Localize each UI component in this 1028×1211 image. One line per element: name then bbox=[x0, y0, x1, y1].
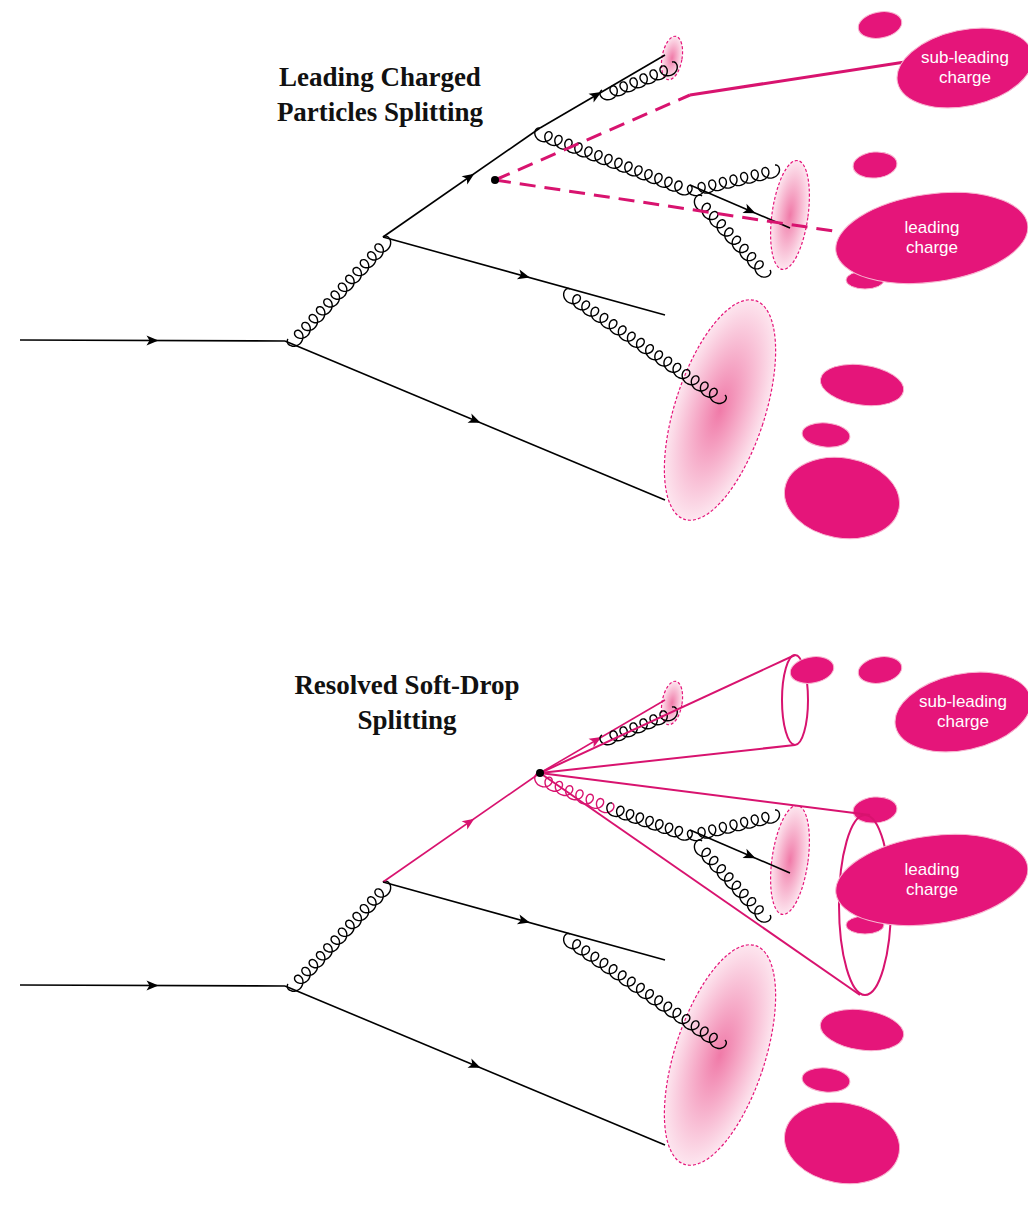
leading-particle-ray bbox=[495, 95, 690, 180]
hadronization-blob bbox=[765, 803, 816, 917]
hadron-ellipse bbox=[856, 653, 904, 686]
hadron-ellipse bbox=[818, 359, 907, 410]
quark-line bbox=[690, 830, 790, 873]
leading-particle-ray bbox=[495, 180, 840, 232]
hadron-label: sub-leading charge bbox=[917, 48, 1013, 87]
cone-edge bbox=[540, 655, 795, 773]
quark-arrow bbox=[743, 849, 758, 863]
gluon-line bbox=[607, 803, 692, 840]
hadronization-blob bbox=[642, 287, 799, 534]
gluon-line bbox=[694, 840, 770, 922]
hadron-ellipse bbox=[788, 653, 836, 686]
splitting-vertex bbox=[491, 176, 499, 184]
quark-arrow bbox=[146, 980, 158, 990]
quark-arrow bbox=[468, 1059, 483, 1073]
hadron-ellipse bbox=[830, 823, 1028, 937]
gluon-line bbox=[564, 934, 727, 1049]
subjet-cone bbox=[540, 655, 808, 773]
cone-edge bbox=[540, 773, 860, 995]
hadron-ellipse bbox=[890, 16, 1028, 119]
leading-charge-diagram bbox=[20, 8, 906, 547]
hadron-ellipse bbox=[856, 8, 904, 41]
hadron-ellipse bbox=[778, 449, 906, 548]
leading-particle-ray bbox=[690, 62, 905, 95]
diagram-heading: Resolved Soft-Drop Splitting bbox=[262, 668, 552, 738]
gluon-line bbox=[687, 810, 779, 841]
hadron-ellipse bbox=[888, 660, 1028, 763]
soft-drop-diagram bbox=[20, 653, 906, 1192]
hadron-ellipse bbox=[801, 1066, 851, 1094]
cone-edge bbox=[540, 745, 795, 773]
gluon-line bbox=[287, 236, 390, 346]
hadron-ellipse bbox=[778, 1094, 906, 1193]
quark-line bbox=[383, 773, 540, 882]
hadron-ellipse bbox=[852, 150, 898, 180]
gluon-line bbox=[687, 165, 779, 196]
quark-line bbox=[285, 341, 665, 500]
hadron-ellipse bbox=[818, 1004, 907, 1055]
quark-line bbox=[540, 55, 665, 128]
charged-hadron: sub-leading charge bbox=[896, 30, 1028, 106]
quark-line bbox=[383, 237, 665, 315]
gluon-line bbox=[600, 62, 677, 100]
gluon-line bbox=[564, 289, 727, 404]
quark-line bbox=[383, 128, 540, 237]
quark-arrow bbox=[462, 170, 478, 185]
hadron-label: sub-leading charge bbox=[915, 692, 1011, 731]
hadron-ellipse bbox=[830, 181, 1028, 295]
hadronization-blob bbox=[642, 932, 799, 1179]
gluon-line bbox=[694, 195, 770, 277]
quark-arrow bbox=[468, 414, 483, 428]
cone-edge bbox=[540, 773, 870, 815]
quark-arrow bbox=[517, 915, 531, 928]
charged-hadron: sub-leading charge bbox=[894, 674, 1028, 750]
quark-line bbox=[383, 882, 665, 960]
quark-line bbox=[285, 986, 665, 1145]
gluon-line bbox=[287, 881, 390, 991]
quark-arrow bbox=[462, 815, 478, 830]
hadronization-blob bbox=[765, 158, 816, 272]
splitting-vertex bbox=[536, 769, 544, 777]
quark-arrow bbox=[743, 204, 758, 218]
quark-arrow bbox=[146, 335, 158, 345]
diagram-heading: Leading Charged Particles Splitting bbox=[230, 60, 530, 130]
charged-hadron: leading charge bbox=[835, 836, 1028, 924]
gluon-line bbox=[535, 128, 692, 195]
charged-hadron: leading charge bbox=[835, 194, 1028, 282]
hadron-label: leading charge bbox=[881, 218, 982, 257]
hadron-label: leading charge bbox=[881, 860, 982, 899]
hadron-ellipse bbox=[801, 421, 851, 449]
quark-arrow bbox=[517, 270, 531, 283]
